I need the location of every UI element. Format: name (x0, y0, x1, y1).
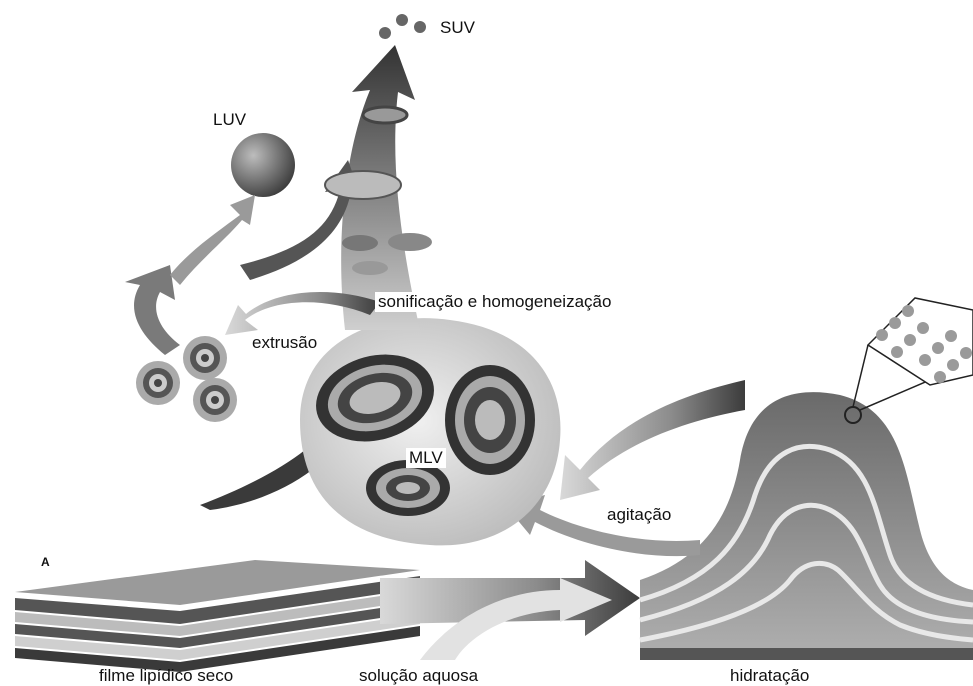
label-mlv: MLV (406, 448, 446, 468)
mlv-vesicle-3 (366, 460, 450, 516)
label-agitation: agitação (604, 505, 674, 525)
label-dry-film: filme lipídico seco (96, 666, 236, 686)
label-sonication: sonificação e homogeneização (375, 292, 614, 312)
label-hydration: hidratação (727, 666, 812, 686)
label-extrusion: extrusão (249, 333, 320, 353)
suv-vesicles (379, 14, 426, 39)
mlv-vesicle-2 (445, 365, 535, 475)
label-aqueous-solution: solução aquosa (356, 666, 481, 686)
label-luv: LUV (210, 110, 249, 130)
mlv-blob (300, 318, 560, 545)
panel-letter: A (38, 552, 53, 572)
hydrated-lipid-mound (640, 298, 973, 660)
aqueous-solution-arrow (380, 560, 640, 660)
label-suv: SUV (437, 18, 478, 38)
extruded-vesicles (136, 336, 237, 422)
luv-vesicle (231, 133, 295, 197)
dry-lipid-film (15, 560, 420, 672)
